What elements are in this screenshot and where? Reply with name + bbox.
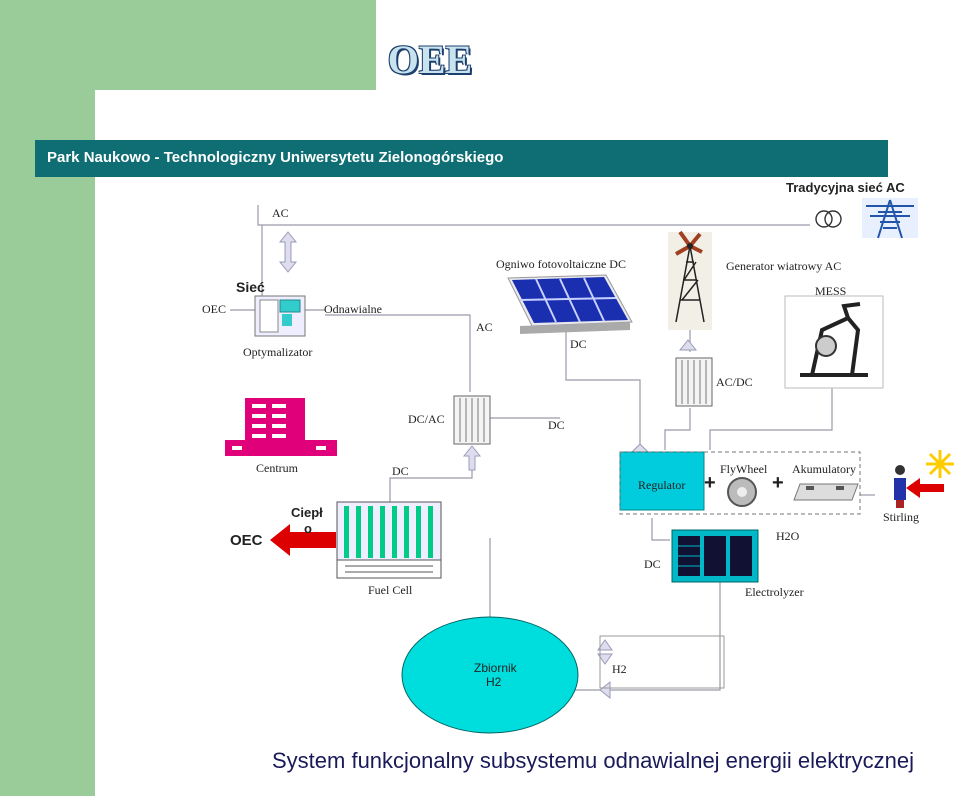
tank-label-2: H2 <box>486 675 502 689</box>
h2-pipe-box <box>599 635 725 689</box>
dc-mid-label: DC <box>548 418 565 432</box>
pv-label: Ogniwo fotovoltaiczne DC <box>496 257 626 271</box>
stirling-label: Stirling <box>883 510 920 524</box>
oec-bottom-label: OEC <box>230 532 263 549</box>
storage-group-outline <box>619 451 861 515</box>
wind-turbine-icon <box>668 230 712 330</box>
regulator-label: Regulator <box>638 478 686 492</box>
dc-pv-label: DC <box>570 337 587 351</box>
flywheel-icon <box>727 477 757 507</box>
h2o-label: H2O <box>776 529 800 543</box>
background-green-top <box>0 0 376 90</box>
banner: Park Naukowo - Technologiczny Uniwersyte… <box>35 140 888 177</box>
fuel-cell-icon <box>336 501 442 579</box>
battery-icon <box>793 483 859 501</box>
plus-sign-1: + <box>704 472 716 494</box>
flywheel-label: FlyWheel <box>720 462 768 476</box>
dcac-converter-icon <box>453 395 491 445</box>
connection-lines <box>230 205 875 691</box>
banner-text: Park Naukowo - Technologiczny Uniwersyte… <box>47 149 504 166</box>
tank-label-1: Zbiornik <box>474 661 517 675</box>
cieplo-label-1: Ciepł <box>291 505 323 520</box>
dc-bottom-label: DC <box>644 557 661 571</box>
pv-panel-icon <box>507 274 633 334</box>
stirling-engine-icon <box>894 465 906 508</box>
traditional-grid-label: Tradycyjna sieć AC <box>786 180 905 195</box>
arrow-grid-optimizer <box>278 231 298 273</box>
cieplo-label-2: o <box>304 521 312 536</box>
slide-title: OEE <box>387 37 473 82</box>
power-pylon-icon <box>862 198 918 239</box>
dc-centrum-label: DC <box>392 464 409 478</box>
fuel-cell-label: Fuel Cell <box>368 583 413 597</box>
arrow-down-regulator <box>597 339 698 700</box>
electrolyzer-icon <box>671 529 759 583</box>
transformer-icon <box>815 210 842 228</box>
h2-pipe-label: H2 <box>612 662 627 676</box>
centrum-label: Centrum <box>256 461 298 475</box>
akumulatory-label: Akumulatory <box>792 462 856 476</box>
ac-top-label: AC <box>272 206 289 220</box>
background-green-left <box>0 0 95 796</box>
dcac-label: DC/AC <box>408 412 445 426</box>
mess-label: MESS <box>815 284 847 298</box>
electrolyzer-label: Electrolyzer <box>745 585 804 599</box>
siec-label: Sieć <box>236 279 265 295</box>
optymalizator-label: Optymalizator <box>243 345 313 359</box>
odnawialne-label: Odnawialne <box>324 302 382 316</box>
heat-arrow-in-icon <box>906 478 944 498</box>
regulator-box <box>619 451 705 511</box>
building-centrum-icon <box>225 398 337 456</box>
wind-label: Generator wiatrowy AC <box>726 259 842 273</box>
slide-caption: System funkcjonalny subsystemu odnawialn… <box>272 748 914 773</box>
arrow-dcac-up <box>462 445 482 471</box>
heat-arrow-out-icon <box>270 524 336 556</box>
acdc-converter-icon <box>675 357 713 407</box>
plus-sign-2: + <box>772 472 784 494</box>
exercise-bike-icon <box>784 295 884 389</box>
oec-left-label: OEC <box>202 302 226 316</box>
sun-icon <box>926 450 954 478</box>
optimizer-device <box>254 295 306 337</box>
ac-mid-label: AC <box>476 320 493 334</box>
hydrogen-tank-icon <box>401 616 579 734</box>
acdc-label: AC/DC <box>716 375 753 389</box>
